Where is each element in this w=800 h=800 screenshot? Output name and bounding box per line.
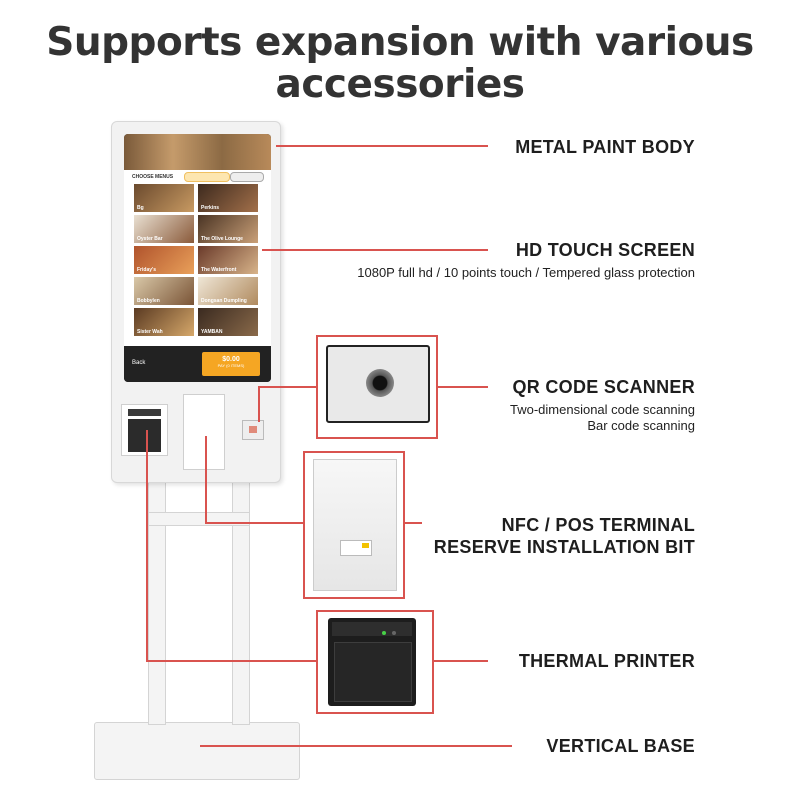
menu-pill-1 bbox=[184, 172, 230, 182]
menu-tile: Bobbylen bbox=[134, 277, 194, 305]
screen-total: $0.00 bbox=[222, 356, 240, 363]
menu-heading: CHOOSE MENUS bbox=[132, 174, 174, 180]
screen-banner bbox=[124, 134, 271, 170]
menu-tile: Oyster Bar bbox=[134, 215, 194, 243]
feature-title: VERTICAL BASE bbox=[546, 736, 695, 756]
printer-led-icon bbox=[382, 631, 386, 635]
feature-desc: Bar code scanning bbox=[587, 418, 695, 433]
menu-pill-2 bbox=[230, 172, 264, 182]
screen-menu-area: CHOOSE MENUS Bg Perkins Oyster Bar The O… bbox=[124, 170, 271, 346]
leader-line-printer-horiz bbox=[146, 660, 318, 662]
label-qr-code-scanner: QR CODE SCANNER Two-dimensional code sca… bbox=[510, 376, 695, 434]
scanner-lens-icon bbox=[366, 369, 394, 397]
printer-led-icon bbox=[392, 631, 396, 635]
screen-pay-label: PAY (0 ITEMS) bbox=[217, 363, 245, 368]
headline-line-2: accessories bbox=[275, 62, 526, 107]
feature-title-line: RESERVE INSTALLATION BIT bbox=[433, 537, 695, 557]
base-plate bbox=[94, 722, 300, 780]
label-nfc-pos-terminal: NFC / POS TERMINAL RESERVE INSTALLATION … bbox=[434, 514, 695, 558]
kiosk-qr-slot bbox=[242, 420, 264, 440]
label-vertical-base: VERTICAL BASE bbox=[546, 735, 695, 757]
printer-paper-slot bbox=[334, 642, 412, 702]
qr-scanner-detail bbox=[316, 335, 438, 439]
leader-line-qr-vert bbox=[258, 386, 260, 422]
leader-line-nfc-vert bbox=[205, 436, 207, 524]
leader-line-printer-vert bbox=[146, 430, 148, 662]
leader-line-nfc-label bbox=[404, 522, 422, 524]
menu-tile: Sister Wah bbox=[134, 308, 194, 336]
feature-title: QR CODE SCANNER bbox=[512, 377, 695, 397]
nfc-sticker bbox=[340, 540, 372, 556]
touch-screen: CHOOSE MENUS Bg Perkins Oyster Bar The O… bbox=[124, 134, 271, 382]
feature-desc: Two-dimensional code scanning bbox=[510, 402, 695, 417]
menu-tile: YAMBAN bbox=[198, 308, 258, 336]
leader-line-qr-label bbox=[436, 386, 488, 388]
screen-menu-bar: CHOOSE MENUS bbox=[124, 170, 271, 184]
headline-line-1: Supports expansion with various bbox=[46, 20, 754, 65]
leader-line-base bbox=[200, 745, 512, 747]
feature-desc: 1080P full hd / 10 points touch / Temper… bbox=[357, 265, 695, 280]
kiosk-printer-slot bbox=[121, 404, 168, 456]
thermal-printer-detail bbox=[316, 610, 434, 714]
feature-title: HD TOUCH SCREEN bbox=[515, 240, 695, 260]
leader-line-metal-body bbox=[276, 145, 488, 147]
menu-tile: Dongsan Dumpling bbox=[198, 277, 258, 305]
screen-back-button: Back bbox=[132, 360, 146, 366]
leader-line-nfc-horiz bbox=[205, 522, 305, 524]
leader-line-qr-horiz bbox=[258, 386, 318, 388]
menu-tile: Bg bbox=[134, 184, 194, 212]
leader-line-touch-screen bbox=[262, 249, 488, 251]
menu-tile: The Waterfront bbox=[198, 246, 258, 274]
feature-title: METAL PAINT BODY bbox=[515, 137, 695, 157]
label-metal-paint-body: METAL PAINT BODY bbox=[515, 136, 695, 158]
feature-title-line: NFC / POS TERMINAL bbox=[501, 515, 695, 535]
nfc-bay-detail bbox=[303, 451, 405, 599]
menu-tile: Friday's bbox=[134, 246, 194, 274]
label-thermal-printer: THERMAL PRINTER bbox=[519, 650, 695, 672]
kiosk-nfc-slot bbox=[183, 394, 225, 470]
screen-pay-button: $0.00 PAY (0 ITEMS) bbox=[202, 352, 260, 376]
label-hd-touch-screen: HD TOUCH SCREEN 1080P full hd / 10 point… bbox=[357, 239, 695, 281]
feature-title: THERMAL PRINTER bbox=[518, 651, 695, 671]
headline: Supports expansion with various accessor… bbox=[0, 22, 800, 106]
menu-tile: Perkins bbox=[198, 184, 258, 212]
menu-tile: The Olive Lounge bbox=[198, 215, 258, 243]
leader-line-printer-label bbox=[432, 660, 488, 662]
screen-footer: Back $0.00 PAY (0 ITEMS) bbox=[124, 346, 271, 382]
